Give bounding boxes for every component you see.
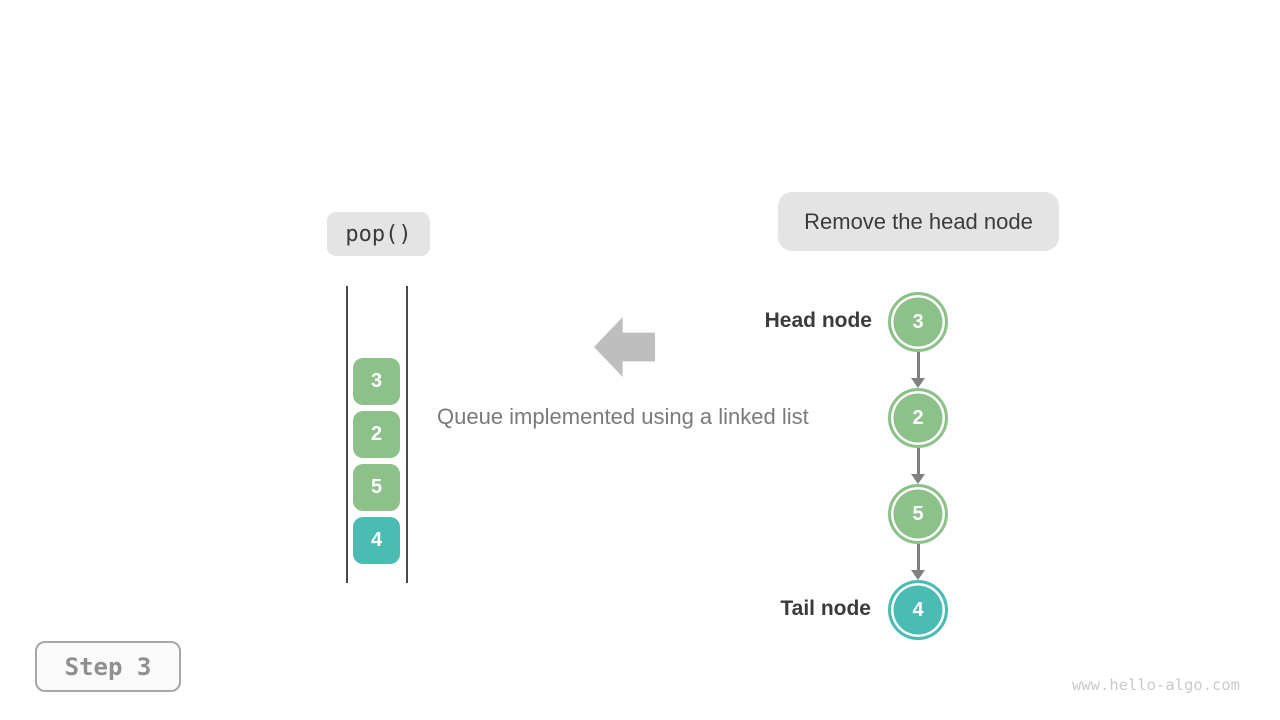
queue-container-walls bbox=[346, 286, 408, 583]
arrow-down-icon bbox=[911, 448, 925, 484]
queue-item: 2 bbox=[353, 411, 400, 458]
linked-list-node: 3 bbox=[888, 292, 948, 352]
arrow-down-icon bbox=[911, 352, 925, 388]
linked-list-node: 5 bbox=[888, 484, 948, 544]
queue-item: 3 bbox=[353, 358, 400, 405]
linked-list-node: 4 bbox=[888, 580, 948, 640]
diagram-caption: Queue implemented using a linked list bbox=[437, 404, 809, 429]
queue-item: 5 bbox=[353, 464, 400, 511]
linked-list-node: 2 bbox=[888, 388, 948, 448]
tail-node-label: Tail node bbox=[780, 597, 871, 620]
watermark-text: www.hello-algo.com bbox=[1072, 676, 1240, 694]
arrow-down-icon bbox=[911, 544, 925, 580]
queue-item: 4 bbox=[353, 517, 400, 564]
remove-head-annotation: Remove the head node bbox=[778, 192, 1059, 251]
step-badge: Step 3 bbox=[35, 641, 181, 692]
pop-operation-label: pop() bbox=[327, 212, 430, 256]
head-node-label: Head node bbox=[764, 309, 872, 332]
left-arrow-icon bbox=[594, 317, 655, 377]
